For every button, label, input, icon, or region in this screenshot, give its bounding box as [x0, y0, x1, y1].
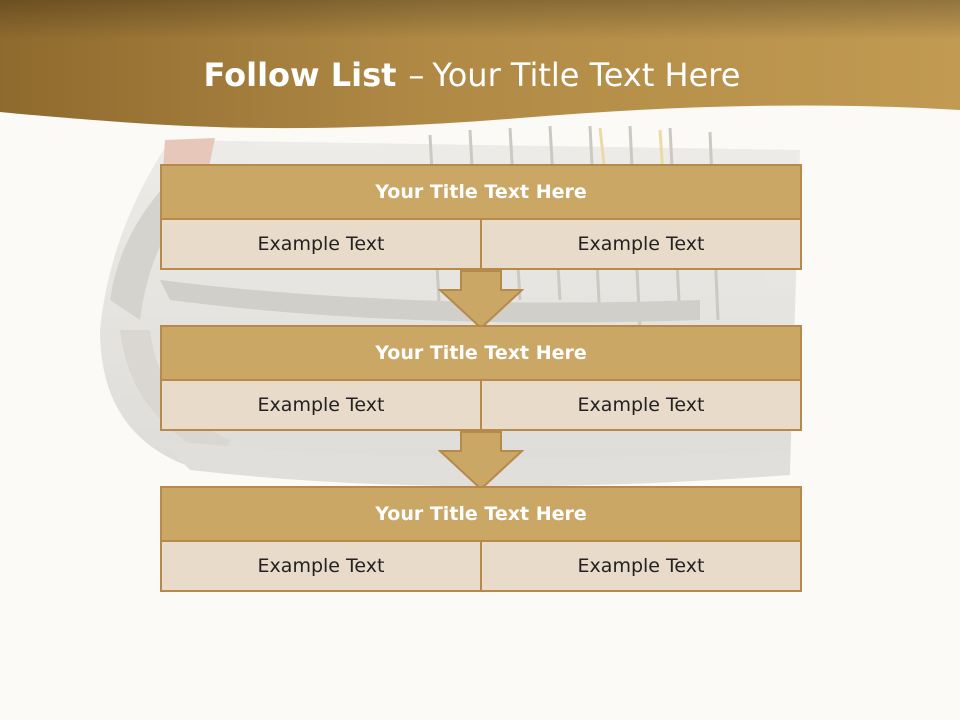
step-row: Example Text Example Text — [160, 220, 802, 270]
step-block-2: Your Title Text Here Example Text Exampl… — [160, 325, 802, 431]
title-bold: Follow List — [203, 56, 397, 94]
step-cell-left: Example Text — [160, 381, 482, 431]
top-banner — [0, 0, 960, 129]
step-row: Example Text Example Text — [160, 381, 802, 431]
step-block-1: Your Title Text Here Example Text Exampl… — [160, 164, 802, 270]
step-cell-right: Example Text — [482, 542, 802, 592]
down-arrow-icon — [438, 270, 524, 330]
step-row: Example Text Example Text — [160, 542, 802, 592]
step-cell-right: Example Text — [482, 381, 802, 431]
step-block-3: Your Title Text Here Example Text Exampl… — [160, 486, 802, 592]
step-title: Your Title Text Here — [160, 164, 802, 220]
step-title: Your Title Text Here — [160, 325, 802, 381]
slide-title: Follow List–Your Title Text Here — [0, 52, 944, 98]
title-separator: – — [408, 56, 425, 94]
step-title: Your Title Text Here — [160, 486, 802, 542]
down-arrow-icon — [438, 431, 524, 491]
step-cell-left: Example Text — [160, 220, 482, 270]
title-rest: Your Title Text Here — [432, 56, 741, 94]
step-cell-right: Example Text — [482, 220, 802, 270]
step-cell-left: Example Text — [160, 542, 482, 592]
